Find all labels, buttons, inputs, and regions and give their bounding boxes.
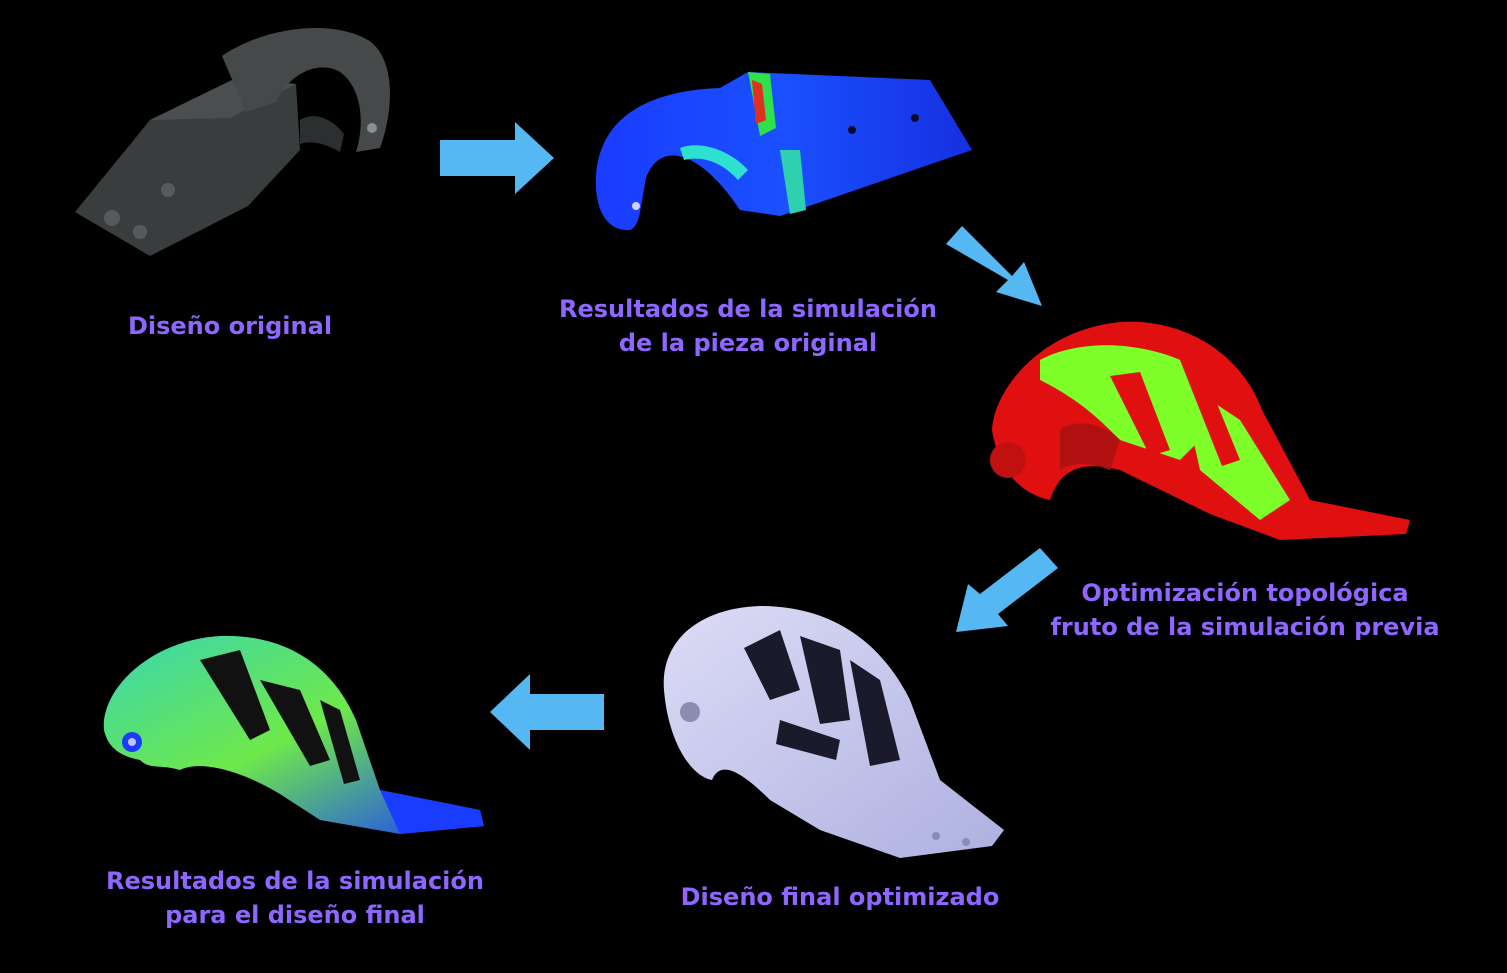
step-sim-original-label: Resultados de la simulación de la pieza … [548, 292, 948, 360]
sim-original-part-image [596, 72, 972, 230]
step-final-label: Diseño final optimizado [660, 880, 1020, 914]
final-part-image [664, 606, 1004, 858]
step-sim-final-line-2: para el diseño final [95, 898, 495, 932]
original-part-image [75, 28, 390, 256]
arrow-right-icon [440, 122, 554, 194]
arrow-down-right-icon [946, 226, 1042, 306]
step-final-line-1: Diseño final optimizado [660, 880, 1020, 914]
arrow-left-icon [490, 674, 604, 750]
step-sim-original-line-1: Resultados de la simulación [548, 292, 948, 326]
sim-final-part-image [104, 636, 484, 834]
step-topology-line-1: Optimización topológica [1045, 576, 1445, 610]
arrow-down-left-icon [956, 548, 1058, 632]
step-topology-label: Optimización topológica fruto de la simu… [1045, 576, 1445, 644]
topology-part-image [990, 322, 1410, 540]
step-original-label: Diseño original [70, 309, 390, 343]
step-original-line-1: Diseño original [70, 309, 390, 343]
step-topology-line-2: fruto de la simulación previa [1045, 610, 1445, 644]
step-sim-final-label: Resultados de la simulación para el dise… [95, 864, 495, 932]
step-sim-final-line-1: Resultados de la simulación [95, 864, 495, 898]
step-sim-original-line-2: de la pieza original [548, 326, 948, 360]
